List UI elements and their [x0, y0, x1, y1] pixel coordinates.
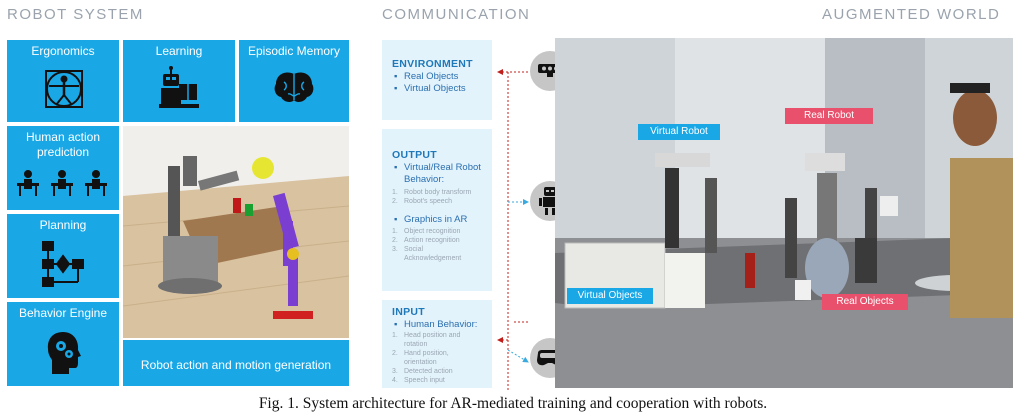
output-behavior-item: 1.Robot body transform [392, 189, 472, 196]
output-graphics-item: 2.Action recognition [392, 237, 460, 244]
output-graphics-item: 1.Object recognition [392, 228, 461, 235]
input-panel: INPUT Human Behavior: 1.Head position an… [382, 300, 492, 388]
output-graphics-label: Graphics in AR [394, 214, 467, 225]
output-title: OUTPUT [392, 149, 437, 161]
behavior-engine-label: Behavior Engine [18, 306, 108, 320]
real-objects-label: Real Objects [822, 294, 908, 310]
robot-system-header: ROBOT SYSTEM [7, 6, 144, 23]
motion-generation-label: Robot action and motion generation [140, 358, 332, 372]
behavior-engine-tile: Behavior Engine [7, 302, 119, 386]
augmented-world-header: AUGMENTED WORLD [822, 6, 1001, 23]
virtual-objects-label: Virtual Objects [567, 288, 653, 304]
output-behavior-label: Virtual/Real Robot Behavior: [394, 162, 490, 186]
ar-scene-illustration [555, 38, 1013, 388]
learning-label: Learning [155, 44, 203, 58]
output-panel: OUTPUT Virtual/Real Robot Behavior: 1.Ro… [382, 129, 492, 291]
figure-caption: Fig. 1. System architecture for AR-media… [258, 395, 768, 412]
planning-tile: Planning [7, 214, 119, 298]
environment-title: ENVIRONMENT [392, 58, 473, 70]
output-graphics-item: 3.Social Acknowledgement [392, 246, 462, 262]
ergonomics-tile: Ergonomics [7, 40, 119, 122]
episodic-memory-tile: Episodic Memory [239, 40, 349, 122]
virtual-robot-label: Virtual Robot [638, 124, 720, 140]
real-robot-label: Real Robot [785, 108, 873, 124]
input-behavior-label: Human Behavior: [394, 319, 477, 330]
robot-reading-icon [159, 66, 199, 108]
input-behavior-item: 1.Head position and rotation [392, 332, 461, 348]
augmented-world-photo: Virtual Robot Real Robot Virtual Objects… [555, 38, 1013, 388]
motion-generation-tile: Robot action and motion generation [123, 340, 349, 386]
human-action-prediction-label: Human action prediction [25, 130, 101, 159]
simulation-scene [123, 126, 349, 338]
communication-header: COMMUNICATION [382, 6, 531, 23]
input-behavior-item: 2.Hand position, orientation [392, 350, 449, 366]
learning-tile: Learning [123, 40, 235, 122]
vitruvian-man-icon [45, 70, 83, 108]
human-action-prediction-tile: Human action prediction [7, 126, 119, 210]
brain-icon [274, 72, 314, 102]
flowchart-icon [42, 241, 84, 287]
environment-item: Virtual Objects [394, 83, 466, 94]
robot-icon [539, 187, 561, 215]
head-gears-icon [47, 332, 81, 374]
connector-arrows [497, 69, 529, 390]
input-title: INPUT [392, 306, 425, 318]
simulation-illustration [123, 156, 349, 338]
input-behavior-item: 4.Speech input [392, 377, 445, 384]
ergonomics-label: Ergonomics [31, 44, 95, 58]
input-behavior-item: 3.Detected action [392, 368, 453, 375]
environment-panel: ENVIRONMENT Real Objects Virtual Objects [382, 40, 492, 120]
planning-label: Planning [39, 218, 87, 232]
people-at-desks-icon [17, 170, 107, 196]
episodic-memory-label: Episodic Memory [247, 44, 341, 58]
output-behavior-item: 2.Robot's speech [392, 198, 453, 205]
environment-item: Real Objects [394, 71, 458, 82]
